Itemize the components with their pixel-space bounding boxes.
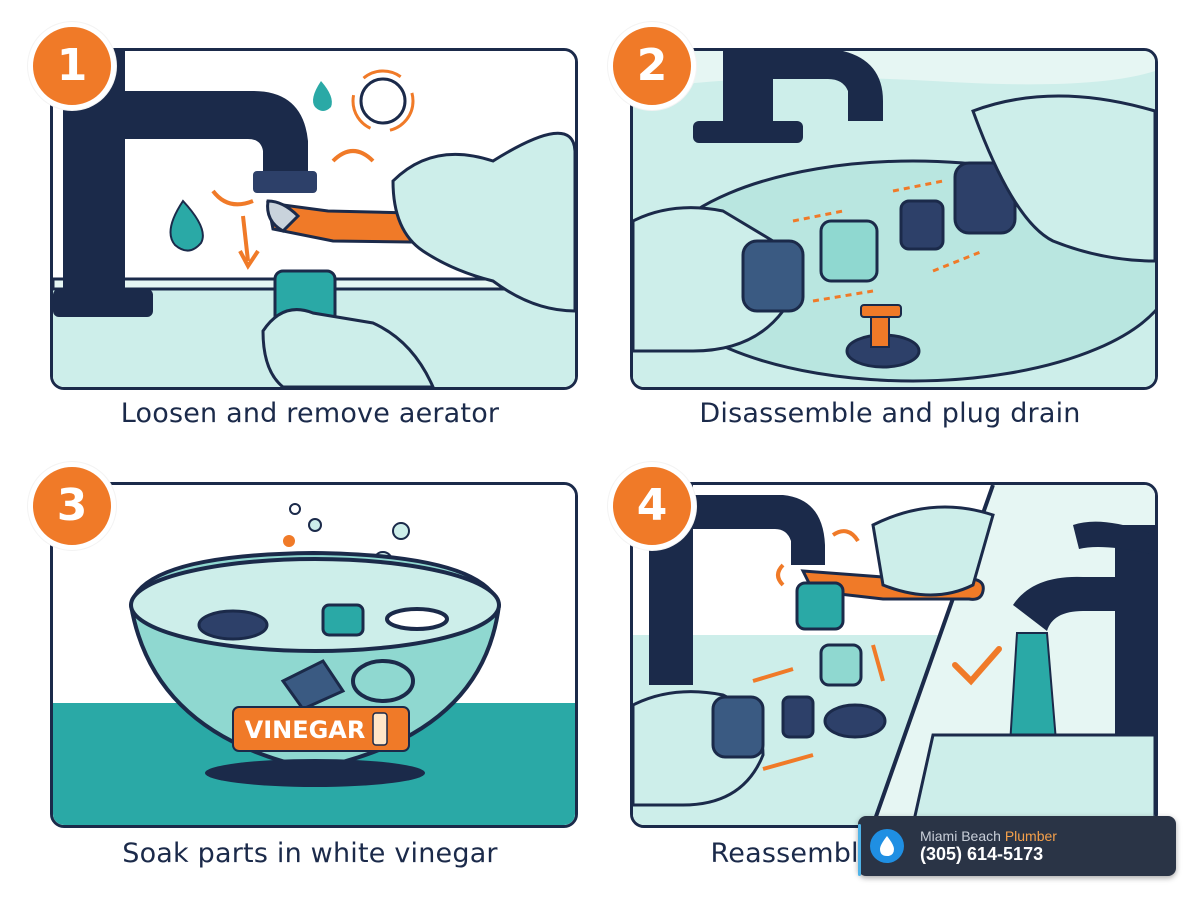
step-4: 4 — [608, 460, 1170, 890]
step-number: 4 — [636, 480, 668, 531]
step-number-badge: 1 — [28, 22, 116, 110]
step-number: 2 — [636, 40, 668, 91]
business-name-prefix: Miami Beach — [920, 827, 1001, 844]
step-number-badge: 2 — [608, 22, 696, 110]
step-caption: Loosen and remove aerator — [120, 398, 500, 429]
step-1: 1 — [28, 20, 590, 450]
reassembly-illustration — [633, 485, 1155, 825]
step-number: 3 — [56, 480, 88, 531]
faucet-aerator-illustration — [53, 51, 575, 387]
contact-card[interactable]: Miami Beach Plumber (305) 614-5173 — [858, 816, 1176, 876]
step-caption: Soak parts in white vinegar — [122, 838, 498, 869]
step-illustration: VINEGAR — [50, 482, 578, 828]
step-number-badge: 3 — [28, 462, 116, 550]
business-name: Miami Beach Plumber — [920, 828, 1057, 844]
step-illustration — [630, 48, 1158, 390]
business-name-accent: Plumber — [1004, 827, 1057, 844]
step-caption: Disassemble and plug drain — [699, 398, 1081, 429]
step-illustration — [50, 48, 578, 390]
water-drop-icon — [870, 829, 904, 863]
vinegar-bowl-illustration: VINEGAR — [53, 485, 575, 825]
step-2: 2 — [608, 20, 1170, 450]
phone-number[interactable]: (305) 614-5173 — [920, 843, 1044, 864]
step-3: 3 — [28, 460, 590, 890]
step-number: 1 — [56, 40, 88, 91]
disassembly-illustration — [633, 51, 1155, 387]
step-illustration — [630, 482, 1158, 828]
contact-text: Miami Beach Plumber (305) 614-5173 — [920, 828, 1057, 865]
card-accent-bar — [858, 824, 861, 876]
vinegar-label: VINEGAR — [245, 716, 366, 744]
step-number-badge: 4 — [608, 462, 696, 550]
